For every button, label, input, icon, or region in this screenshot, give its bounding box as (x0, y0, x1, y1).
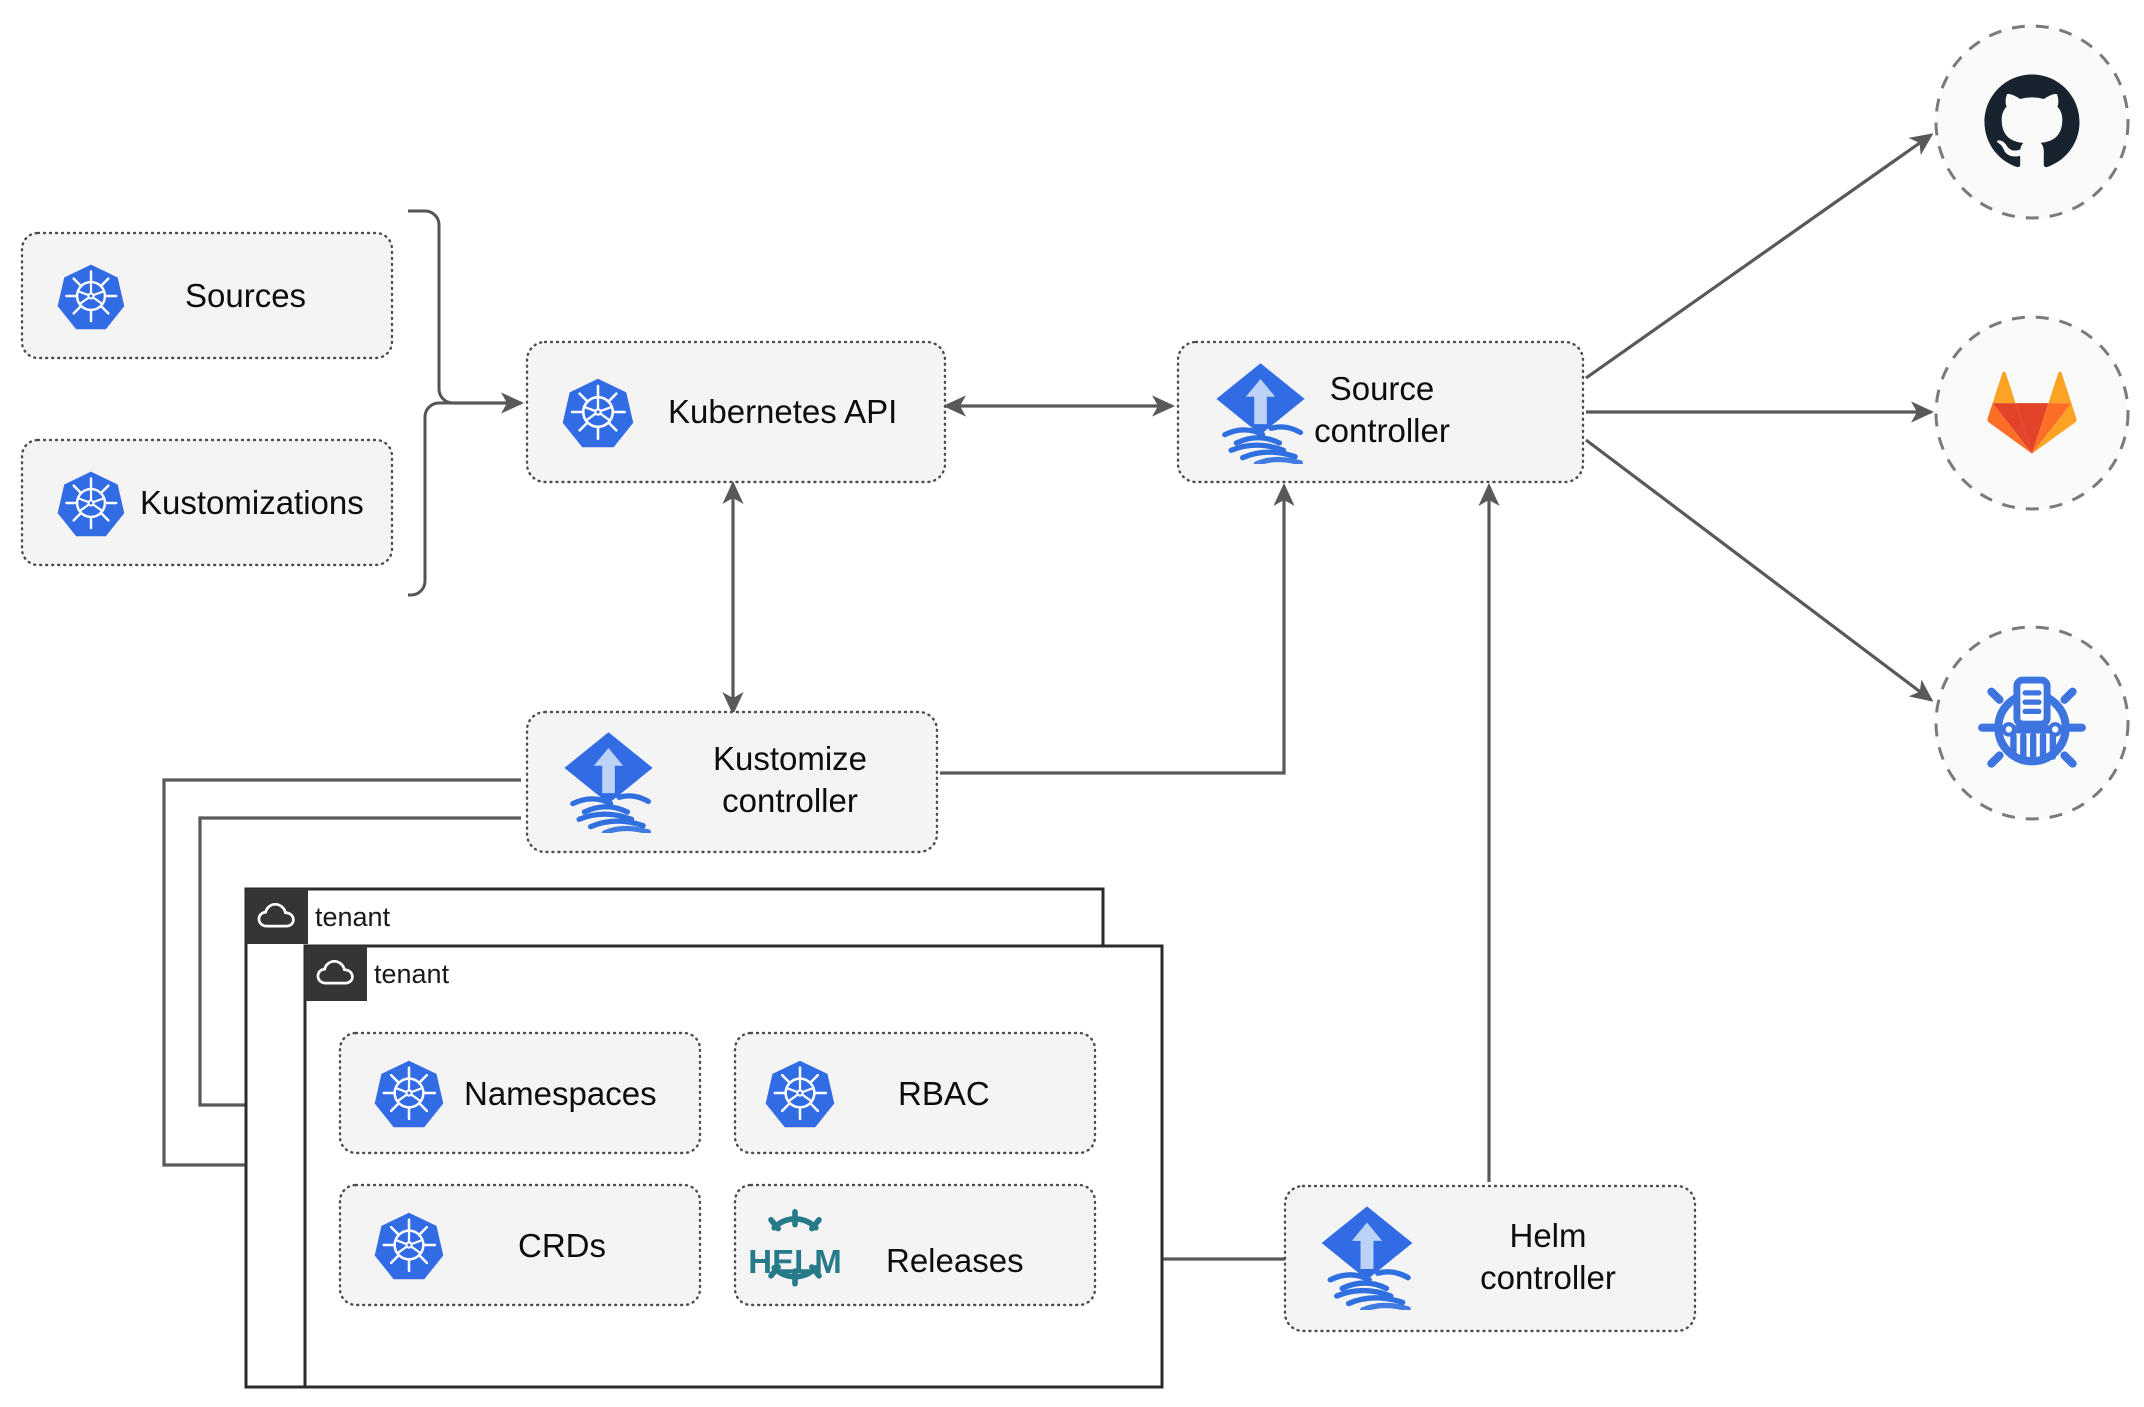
namespaces-label: Namespaces (464, 1075, 657, 1112)
edge-source-to-github (1585, 133, 1934, 380)
edge-kustomize-to-tenant-back (162, 778, 521, 1176)
node-kubernetes-api[interactable]: Kubernetes API (525, 340, 947, 484)
releases-label: Releases (886, 1242, 1024, 1279)
node-rbac[interactable]: RBAC (733, 1031, 1097, 1155)
node-releases[interactable]: HELM Releases (733, 1183, 1097, 1307)
helm-controller-line1: Helm (1509, 1217, 1586, 1254)
tenant-front-label: tenant (374, 959, 450, 989)
kustomizations-label: Kustomizations (140, 484, 364, 521)
source-controller-line2: controller (1314, 412, 1450, 449)
node-bucket[interactable] (1934, 625, 2130, 821)
node-namespaces[interactable]: Namespaces (338, 1031, 702, 1155)
node-source-controller[interactable]: Source controller (1176, 340, 1585, 484)
helm-wordmark: HELM (748, 1243, 842, 1280)
tenant-box-front[interactable]: tenant (303, 944, 1164, 1389)
tenant-back-label: tenant (315, 902, 391, 932)
kustomize-controller-line2: controller (722, 782, 858, 819)
helm-controller-line2: controller (1480, 1259, 1616, 1296)
crds-label: CRDs (518, 1227, 606, 1264)
kubernetes-api-label: Kubernetes API (668, 393, 897, 430)
source-controller-line1: Source (1330, 370, 1435, 407)
group-bracket (408, 209, 454, 597)
edge-kustomize-to-source (940, 483, 1295, 775)
node-kustomize-controller[interactable]: Kustomize controller (525, 710, 939, 854)
node-kustomizations[interactable]: Kustomizations (20, 438, 394, 567)
node-crds[interactable]: CRDs (338, 1183, 702, 1307)
sources-label: Sources (185, 277, 306, 314)
node-gitlab[interactable] (1934, 315, 2130, 511)
provider-circles (1934, 24, 2130, 821)
node-github[interactable] (1934, 24, 2130, 220)
tenant-resource-boxes: Namespaces RBAC CRDs (338, 1031, 1097, 1307)
kustomize-controller-line1: Kustomize (713, 740, 867, 777)
node-helm-controller[interactable]: Helm controller (1283, 1184, 1697, 1333)
node-sources[interactable]: Sources (20, 231, 394, 360)
rbac-label: RBAC (898, 1075, 990, 1112)
edge-source-to-bucket (1585, 438, 1934, 702)
